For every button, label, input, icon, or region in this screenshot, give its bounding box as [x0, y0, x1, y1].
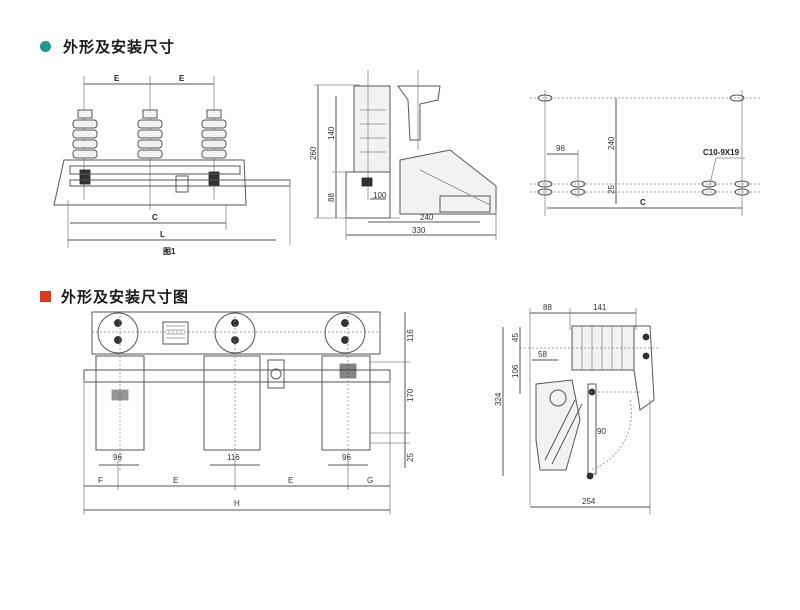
dim-e-right: E — [179, 74, 185, 83]
dim-c: C — [152, 213, 158, 222]
red-square-bullet-icon — [40, 291, 51, 302]
dim-25-mount: 25 — [607, 185, 616, 194]
dim-l: L — [160, 230, 165, 239]
dim-88: 88 — [327, 193, 336, 202]
dim-h: H — [234, 499, 240, 508]
teal-bullet-icon — [40, 41, 51, 52]
side-view-top: 260 140 88 100 240 330 — [309, 70, 497, 240]
figure-caption: 图1 — [163, 247, 176, 256]
insulator-right — [201, 109, 227, 187]
dim-240: 240 — [420, 213, 434, 222]
dim-90-angle: 90 — [597, 427, 606, 436]
dim-324: 324 — [494, 392, 503, 406]
section1-header: 外形及安装尺寸 — [40, 36, 175, 57]
side-view-2: 88 141 45 106 58 324 90 254 — [494, 303, 660, 515]
hole-spec-note: C10-9X19 — [703, 148, 740, 157]
front-view-2: 116 170 25 96 116 96 F E E G H — [83, 311, 415, 515]
dim-e-left: E — [114, 74, 120, 83]
section2-header: 外形及安装尺寸图 — [40, 286, 189, 307]
dim-100: 100 — [373, 191, 387, 200]
dim-25-right: 25 — [406, 453, 415, 462]
dim-e-right-2: E — [288, 476, 293, 485]
dim-c-mount: C — [640, 198, 646, 207]
dim-116-mid: 116 — [227, 453, 240, 462]
dim-330: 330 — [412, 226, 426, 235]
dim-f: F — [98, 476, 103, 485]
dim-116-right: 116 — [406, 329, 415, 342]
dim-106: 106 — [511, 364, 520, 378]
section1-title: 外形及安装尺寸 — [63, 38, 176, 56]
dim-254: 254 — [582, 497, 596, 506]
dim-88-side: 88 — [543, 303, 552, 312]
dim-e-left-2: E — [173, 476, 178, 485]
dim-240-mount: 240 — [607, 136, 616, 150]
insulator-left — [72, 109, 98, 185]
dim-58: 58 — [538, 350, 547, 359]
dim-45: 45 — [511, 333, 520, 342]
dim-170: 170 — [406, 388, 415, 402]
insulator-middle — [137, 109, 163, 159]
fig1-front-view: E E C L 图1 — [53, 74, 291, 256]
slot-holes — [537, 94, 750, 196]
dim-140: 140 — [327, 126, 336, 140]
dim-141: 141 — [593, 303, 607, 312]
dim-260: 260 — [309, 146, 318, 160]
dim-g: G — [367, 476, 373, 485]
section2-title: 外形及安装尺寸图 — [61, 288, 190, 306]
dim-96-left: 96 — [113, 453, 122, 462]
mounting-hole-plan: 240 25 96 C10-9X19 C — [530, 90, 760, 216]
dim-96-right: 96 — [342, 453, 351, 462]
dim-96-mount: 96 — [556, 144, 565, 153]
